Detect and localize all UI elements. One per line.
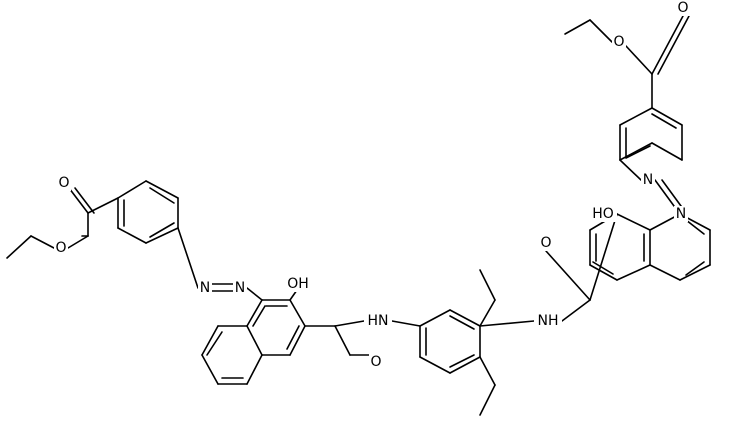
bond-line [252,305,266,327]
bond-line [286,325,300,350]
bond-line [419,309,451,327]
bond-line [619,159,642,181]
bond-line [479,299,496,327]
atom-nh-left: HN [368,313,389,329]
bond-line [201,325,219,356]
bond-line [30,235,55,249]
bond-line [589,213,618,301]
atom-o-right-ester: O [613,34,624,50]
atom-o-left-carbonyl: O [58,175,69,191]
bond-line [117,180,147,199]
bond-line [6,235,32,259]
bond-line [679,264,711,281]
atom-o-right-amide: O [540,235,551,251]
atom-oh-left: OH [287,276,309,292]
bond-line [625,145,651,159]
bond-line [649,264,681,281]
bond-line [651,142,683,161]
bond-line [651,15,684,75]
bond-line [391,320,421,327]
bond-line [589,19,613,43]
bond-line [246,299,263,327]
bond-line [657,15,690,75]
bond-line [117,227,147,244]
bond-line [619,107,653,126]
bond-line [449,309,481,327]
bond-line [685,219,705,235]
bond-line [177,227,199,289]
atom-o-left-amide: O [370,354,381,370]
atom-n-left-2: N [235,280,245,296]
bond-line [149,187,175,204]
bond-line [449,356,481,374]
bond-line [561,299,591,322]
bond-line [87,197,119,214]
bond-line [206,331,223,356]
atom-o-right-carbonyl: O [677,0,688,16]
bond-line [479,384,496,416]
bond-line [334,320,365,327]
bond-line [246,354,263,385]
atom-n-right-1: N [676,206,686,222]
bond-line [449,354,475,368]
atom-labels: O O N N OH HN O NH O HO N N O O [54,0,690,370]
bond-line [67,235,89,249]
bond-line [616,264,651,281]
bond-line [616,213,651,231]
bond-line [334,325,351,356]
bond-line [589,264,618,281]
bond-line [68,187,89,214]
bond-line [625,45,653,75]
bond-line [289,325,306,356]
bond-line [479,320,535,327]
bond-line [545,250,591,301]
bond-line [654,179,675,207]
bond-line [685,261,705,276]
bond-line [619,142,653,161]
bond-line [419,356,451,374]
bond-line [201,354,219,385]
atom-nh-right: NH [538,313,559,329]
bond-line [479,269,496,301]
bond-line [246,325,263,356]
bond-line [246,287,263,301]
atom-n-left-1: N [200,280,210,296]
bond-line [651,107,683,126]
bond-line [145,180,179,199]
bond-line [145,227,179,244]
bond-line [564,19,591,35]
atom-o-left-ester: O [55,240,66,256]
bond-line [289,299,306,327]
bond-line [74,187,95,214]
atom-oh-right: HO [592,206,614,222]
bond-line [479,356,496,386]
bond-line [651,113,677,129]
bond-line [661,179,682,207]
bond-line [592,261,614,275]
atom-n-right-2: N [643,172,653,188]
bond-line [149,222,175,238]
bond-lines [6,15,711,416]
bond-line [449,315,475,330]
